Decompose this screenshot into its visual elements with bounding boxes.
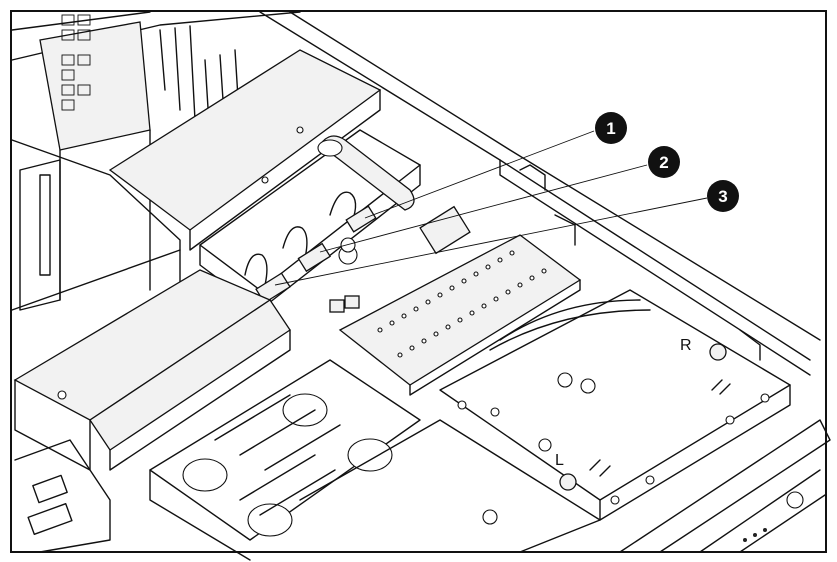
callout-number-2: 2	[659, 153, 668, 172]
leader-line-3	[274, 197, 708, 286]
rear-vent-slots	[61, 14, 91, 111]
figure-border	[10, 10, 827, 553]
chassis-drawing: R L	[11, 11, 831, 561]
callout-2: 2	[648, 146, 680, 178]
left-side-label: L	[555, 452, 564, 469]
right-side-label: R	[680, 337, 692, 354]
panel-perforations	[377, 250, 547, 358]
callout-number-1: 1	[606, 119, 615, 138]
callout-leaders	[274, 130, 708, 286]
leader-line-1	[364, 130, 595, 219]
callout-3: 3	[707, 180, 739, 212]
callout-1: 1	[595, 112, 627, 144]
callout-number-3: 3	[718, 187, 727, 206]
leader-line-2	[319, 164, 648, 253]
